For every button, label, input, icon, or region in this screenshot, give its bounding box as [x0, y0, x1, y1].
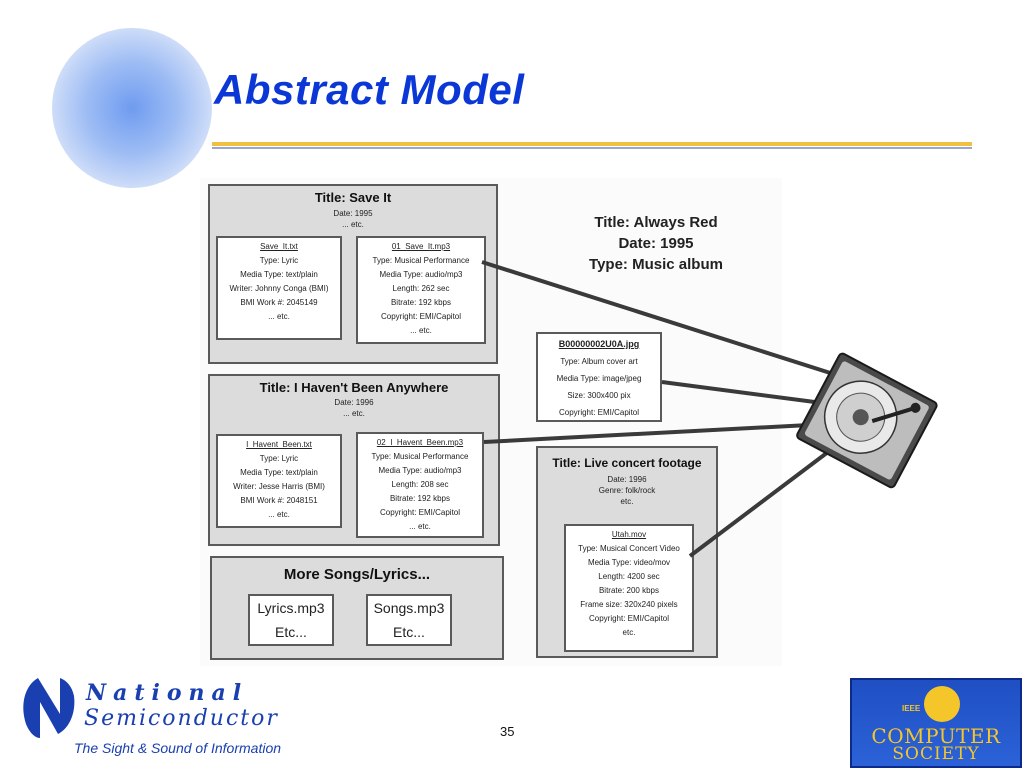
- song-file-box: 02_I_Havent_Been.mp3 Type: Musical Perfo…: [356, 432, 484, 538]
- song-line: ... etc.: [410, 326, 432, 335]
- song-line: Length: 208 sec: [391, 480, 449, 489]
- ieee-phi-icon: [924, 686, 960, 722]
- panel-title: Title: Live concert footage: [552, 456, 702, 470]
- ns-brand-name-1: National: [86, 680, 249, 706]
- album-type: Type: Music album: [589, 256, 723, 273]
- song-file-name: 02_I_Havent_Been.mp3: [376, 438, 464, 447]
- song-line: Type: Musical Performance: [372, 256, 470, 265]
- cover-file-name: B00000002U0A.jpg: [558, 339, 640, 349]
- cover-line: Copyright: EMI/Capitol: [558, 408, 640, 417]
- lyric-line: Writer: Johnny Conga (BMI): [229, 284, 329, 293]
- title-underline-shadow: [212, 147, 972, 149]
- lyric-line: Writer: Jesse Harris (BMI): [233, 482, 325, 491]
- song-line: Media Type: audio/mp3: [379, 270, 463, 279]
- concert-date: Date: 1996: [607, 475, 647, 484]
- file-name: Songs.mp3: [373, 600, 445, 616]
- abstract-model-figure: Title: Save It Date: 1995 ... etc. Save_…: [200, 178, 782, 666]
- file-name: Lyrics.mp3: [257, 600, 325, 616]
- ieee-computer-society-logo: IEEE COMPUTER SOCIETY: [850, 678, 1022, 768]
- concert-footage-panel: Title: Live concert footage Date: 1996 G…: [536, 446, 718, 658]
- cover-line: Type: Album cover art: [560, 357, 638, 366]
- album-track-panel-save-it: Title: Save It Date: 1995 ... etc. Save_…: [208, 184, 498, 364]
- lyric-file-box: Save_It.txt Type: Lyric Media Type: text…: [216, 236, 342, 340]
- song-file-box: 01_Save_It.mp3 Type: Musical Performance…: [356, 236, 486, 344]
- album-title: Title: Always Red: [594, 214, 718, 231]
- lyric-line: BMI Work #: 2045149: [240, 298, 318, 307]
- slide-title: Abstract Model: [214, 66, 525, 113]
- cover-line: Size: 300x400 pix: [567, 391, 631, 400]
- video-line: Copyright: EMI/Capitol: [588, 614, 670, 623]
- panel-title: Title: I Haven't Been Anywhere: [259, 380, 449, 395]
- ns-tagline: The Sight & Sound of Information: [74, 740, 282, 756]
- lyric-file-name: I_Havent_Been.txt: [246, 440, 312, 449]
- song-line: ... etc.: [409, 522, 431, 531]
- concert-etc: etc.: [620, 497, 634, 506]
- ieee-label: IEEE: [902, 704, 921, 713]
- lyric-file-name: Save_It.txt: [260, 242, 298, 251]
- lyric-line: ... etc.: [268, 510, 290, 519]
- file-etc: Etc...: [275, 624, 307, 640]
- album-track-panel-havent-been: Title: I Haven't Been Anywhere Date: 199…: [208, 374, 500, 546]
- panel-title: Title: Save It: [314, 190, 392, 205]
- panel-date: Date: 1995: [333, 209, 373, 218]
- song-line: Type: Musical Performance: [371, 452, 469, 461]
- video-line: Bitrate: 200 kbps: [598, 586, 660, 595]
- lyric-file-box: I_Havent_Been.txt Type: Lyric Media Type…: [216, 434, 342, 528]
- panel-etc: ... etc.: [342, 220, 364, 229]
- panel-title: More Songs/Lyrics...: [283, 566, 431, 583]
- song-line: Bitrate: 192 kbps: [389, 494, 451, 503]
- lyric-line: Media Type: text/plain: [240, 270, 318, 279]
- video-line: Frame size: 320x240 pixels: [580, 600, 678, 609]
- ieee-line-1: COMPUTER: [871, 724, 1001, 748]
- song-line: Copyright: EMI/Capitol: [380, 312, 462, 321]
- song-line: Length: 262 sec: [392, 284, 450, 293]
- panel-etc: ... etc.: [343, 409, 365, 418]
- lyric-line: Type: Lyric: [259, 256, 299, 265]
- cover-art-box: B00000002U0A.jpg Type: Album cover art M…: [536, 332, 662, 422]
- national-logo-orb: [52, 28, 212, 188]
- lyric-line: ... etc.: [268, 312, 290, 321]
- video-line: Length: 4200 sec: [598, 572, 660, 581]
- video-file-box: Utah.mov Type: Musical Concert Video Med…: [564, 524, 694, 652]
- album-info: Title: Always Red Date: 1995 Type: Music…: [556, 212, 756, 275]
- lyrics-file-box: Lyrics.mp3 Etc...: [248, 594, 334, 646]
- song-line: Copyright: EMI/Capitol: [379, 508, 461, 517]
- panel-date: Date: 1996: [334, 398, 374, 407]
- ieee-line-2: SOCIETY: [892, 744, 980, 764]
- page-number: 35: [500, 724, 515, 739]
- title-underline: [212, 142, 972, 146]
- ns-brand-name-2: Semiconductor: [84, 706, 279, 731]
- video-file-name: Utah.mov: [611, 530, 647, 539]
- concert-genre: Genre: folk/rock: [598, 486, 656, 495]
- lyric-line: Type: Lyric: [259, 454, 299, 463]
- songs-file-box: Songs.mp3 Etc...: [366, 594, 452, 646]
- cover-line: Media Type: image/jpeg: [556, 374, 642, 383]
- lyric-line: Media Type: text/plain: [240, 468, 318, 477]
- lyric-line: BMI Work #: 2048151: [240, 496, 318, 505]
- video-line: Media Type: video/mov: [587, 558, 671, 567]
- more-songs-panel: More Songs/Lyrics... Lyrics.mp3 Etc... S…: [210, 556, 504, 660]
- file-etc: Etc...: [393, 624, 425, 640]
- national-semiconductor-logo-icon: [23, 678, 75, 738]
- hard-drive-icon: [796, 352, 938, 489]
- song-file-name: 01_Save_It.mp3: [391, 242, 451, 251]
- video-line: Type: Musical Concert Video: [578, 544, 680, 553]
- song-line: Bitrate: 192 kbps: [390, 298, 452, 307]
- video-line: etc.: [622, 628, 636, 637]
- song-line: Media Type: audio/mp3: [378, 466, 462, 475]
- album-date: Date: 1995: [618, 235, 694, 252]
